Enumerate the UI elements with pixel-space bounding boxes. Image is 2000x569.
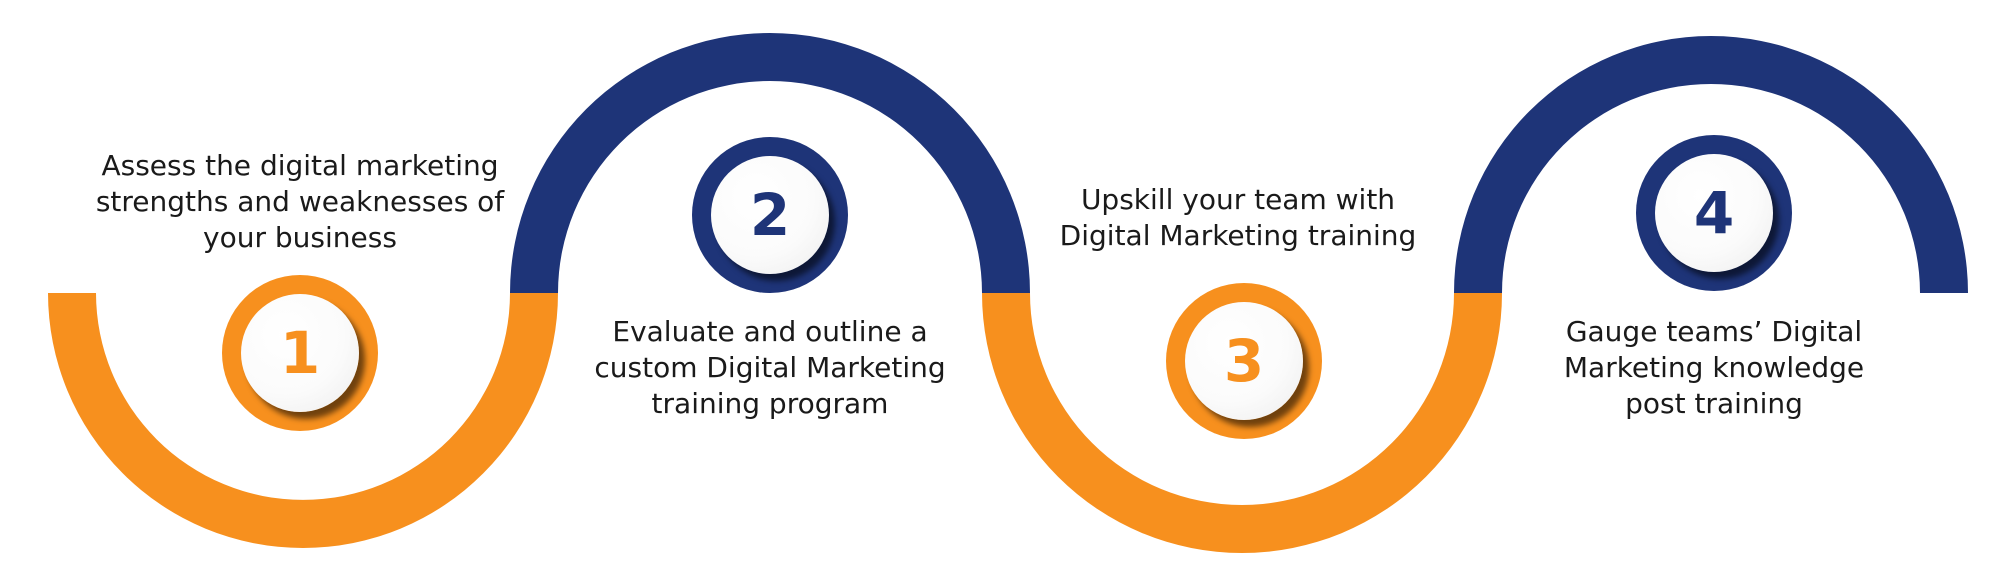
step-1-text-line-3: your business — [203, 221, 397, 254]
step-4-text: Gauge teams’ Digital Marketing knowledge… — [1504, 314, 1924, 422]
step-1-text-line-1: Assess the digital marketing — [101, 149, 499, 182]
step-3-number: 3 — [1223, 327, 1265, 395]
step-2-text: Evaluate and outline a custom Digital Ma… — [545, 314, 995, 422]
step-2-number: 2 — [749, 181, 791, 249]
step-4-text-line-1: Gauge teams’ Digital — [1565, 315, 1863, 348]
step-3-badge: 3 — [1166, 283, 1322, 439]
step-1-text: Assess the digital marketing strengths a… — [70, 148, 530, 256]
step-3-badge-inner: 3 — [1185, 302, 1303, 420]
step-2-text-line-3: training program — [651, 387, 889, 420]
step-3-text-line-2: Digital Marketing training — [1059, 219, 1417, 252]
step-2-text-line-2: custom Digital Marketing — [594, 351, 946, 384]
step-4-text-line-3: post training — [1625, 387, 1803, 420]
step-1-badge: 1 — [222, 275, 378, 431]
step-1-number: 1 — [279, 319, 321, 387]
step-4-number: 4 — [1693, 179, 1735, 247]
step-4-badge: 4 — [1636, 135, 1792, 291]
step-3-text: Upskill your team with Digital Marketing… — [1013, 182, 1463, 254]
arc-step-3 — [982, 293, 1502, 553]
arc-step-1 — [48, 293, 558, 548]
step-1-badge-inner: 1 — [241, 294, 359, 412]
step-4-text-line-2: Marketing knowledge — [1563, 351, 1865, 384]
step-3-text-line-1: Upskill your team with — [1080, 183, 1396, 216]
step-2-badge: 2 — [692, 137, 848, 293]
step-2-text-line-1: Evaluate and outline a — [612, 315, 928, 348]
arc-step-4 — [1454, 36, 1968, 293]
step-1-text-line-2: strengths and weaknesses of — [95, 185, 505, 218]
arc-step-2 — [510, 33, 1030, 293]
step-4-badge-inner: 4 — [1655, 154, 1773, 272]
step-2-badge-inner: 2 — [711, 156, 829, 274]
